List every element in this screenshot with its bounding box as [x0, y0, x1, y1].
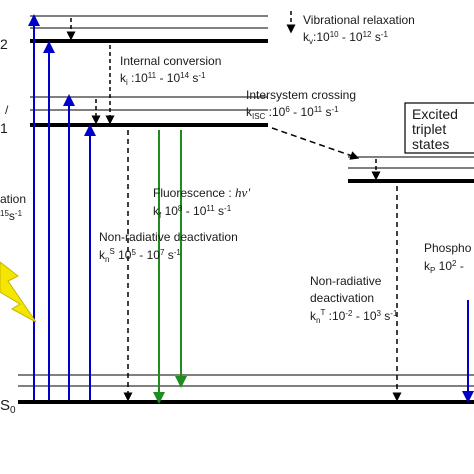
nonrad-singlet-label: Non-radiative deactivation	[99, 230, 238, 244]
triplet-states-frame	[404, 102, 474, 154]
s1-state-label: 1	[0, 120, 8, 136]
excitation-label: ation	[0, 192, 26, 206]
ki-rate-label: ki :1011 - 1014 s-1	[120, 71, 206, 87]
knt-rate-label: knT :10-2 - 103 s-1	[310, 308, 398, 325]
phosphorescence-label: Phospho	[424, 241, 472, 255]
triplet-box-line: triplet	[412, 121, 446, 137]
s1-level-group: 1 /	[0, 96, 268, 136]
s2-level-group: 2	[0, 15, 268, 52]
triplet-states-box: Excited triplet states	[404, 102, 474, 154]
fluorescence-label: Fluorescence : hν'	[153, 185, 250, 200]
nonrad-triplet-label: deactivation	[310, 291, 374, 305]
triplet-box-line: states	[412, 136, 449, 152]
s2-state-label: 2	[0, 36, 8, 52]
kns-rate-label: knS 105 - 107 s-1	[99, 247, 181, 264]
kisc-rate-label: kISC :106 - 1011 s-1	[246, 105, 339, 121]
excitation-rate-label: 15s-1	[0, 209, 23, 223]
kp-rate-label: kP 102 -	[424, 259, 464, 275]
absorption-arrows	[28, 14, 474, 403]
internal-conversion-label: Internal conversion	[120, 54, 221, 68]
relaxation-arrows	[66, 11, 402, 402]
s1-state-mark: /	[5, 103, 9, 117]
t1-level-group	[348, 156, 474, 183]
fluorescence-arrows	[153, 130, 187, 404]
s0-level-group: S0	[0, 374, 474, 416]
triplet-box-line: Excited	[412, 106, 458, 122]
intersystem-crossing-label: Intersystem crossing	[246, 88, 356, 102]
vibrational-relaxation-label: Vibrational relaxation	[303, 13, 415, 27]
lightning-bolt-icon	[0, 261, 37, 323]
s0-state-label: S0	[0, 397, 16, 416]
kv-rate-label: kv:1010 - 1012 s-1	[303, 30, 389, 46]
intersystem-crossing-arrow	[271, 127, 360, 160]
nonrad-triplet-label: Non-radiative	[310, 274, 382, 288]
kf-rate-label: kf 108 - 1011 s-1	[153, 204, 232, 220]
